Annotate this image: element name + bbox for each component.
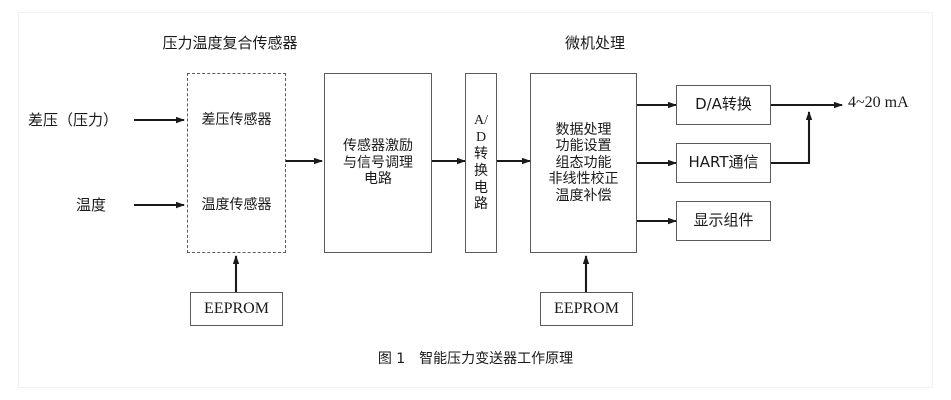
group-title-micro: 微机处理 [564,34,625,52]
output-label-current-loop: 4~20 mA [848,94,909,111]
micro-line-1: 数据处理 [555,121,612,138]
input-label-differential-pressure: 差压（压力） [28,111,119,129]
block-microprocessor: 数据处理 功能设置 组态功能 非线性校正 温度补偿 [530,73,637,253]
group-title-sensor: 压力温度复合传感器 [162,34,298,52]
adc-line-1: A/ [474,113,488,129]
input-label-temperature: 温度 [76,196,107,214]
block-ad-converter: A/ D 转 换 电 路 [465,73,497,253]
block-eeprom-right: EEPROM [540,292,633,326]
adc-line-6: 路 [474,196,488,213]
block-conditioning-circuit: 传感器激励 与信号调理 电路 [324,73,432,253]
block-dp-sensor: 差压传感器 [201,112,272,128]
block-hart-communication: HART通信 [676,143,771,183]
block-display-module: 显示组件 [676,201,771,241]
micro-line-4: 非线性校正 [548,171,619,188]
block-temp-sensor: 温度传感器 [201,197,272,213]
page-frame [18,12,933,388]
conditioning-line-2: 与信号调理 [343,154,413,171]
conditioning-line-1: 传感器激励 [343,138,413,155]
micro-line-2: 功能设置 [555,138,612,155]
adc-line-2: D [475,129,487,145]
micro-line-5: 温度补偿 [555,187,612,204]
adc-line-3: 转 [474,146,488,163]
conditioning-line-3: 电路 [364,171,392,188]
adc-line-4: 换 [474,163,488,179]
block-da-converter: D/A转换 [676,85,771,125]
micro-line-3: 组态功能 [555,154,612,171]
composite-sensor-group-box [187,73,286,253]
adc-line-5: 电 [474,179,488,196]
block-eeprom-left: EEPROM [190,292,283,326]
figure-caption: 图 1 智能压力变送器工作原理 [377,351,574,367]
